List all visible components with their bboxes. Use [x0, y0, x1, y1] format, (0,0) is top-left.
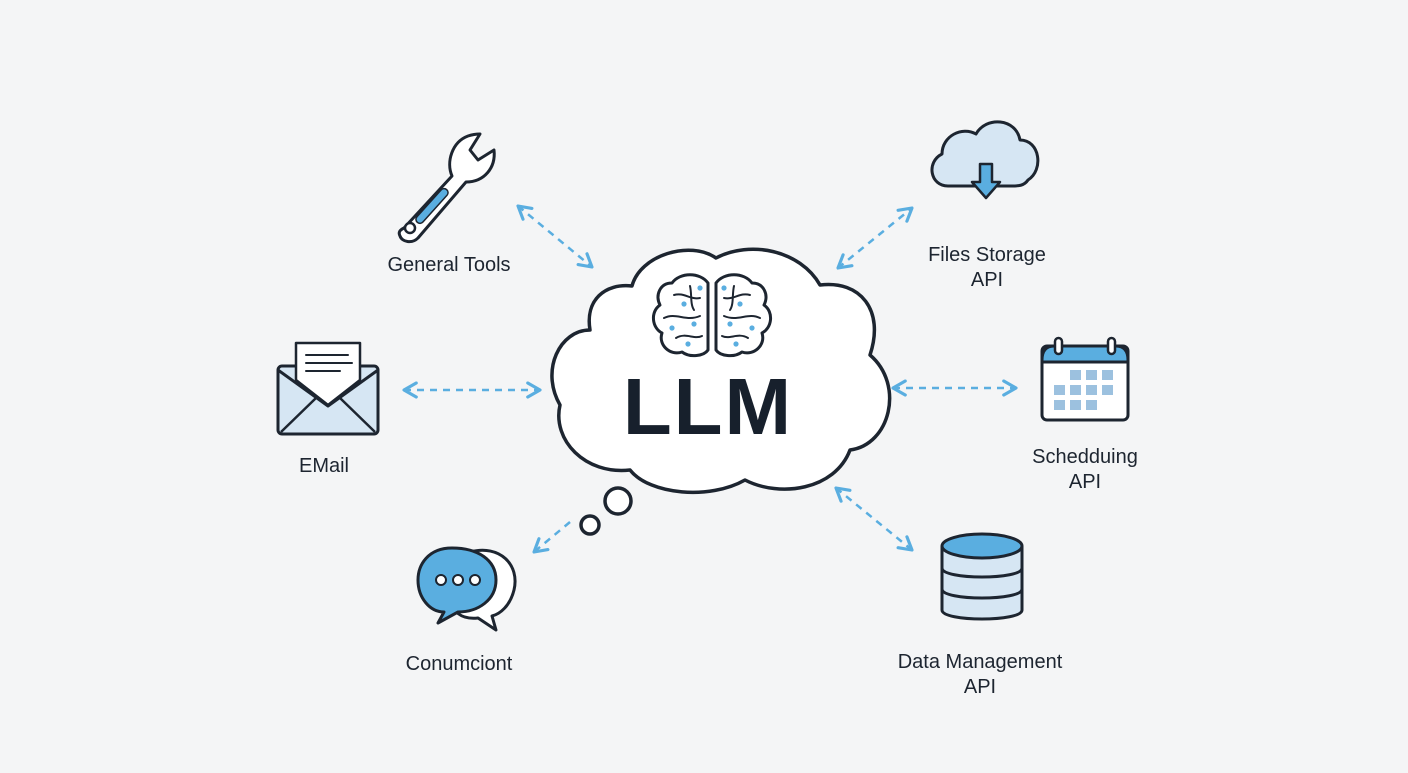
cloud-download-icon	[930, 120, 1040, 200]
wrench-icon	[397, 132, 496, 244]
arrow-data-management	[834, 486, 914, 552]
arrow-communication	[532, 521, 571, 554]
node-label-files-storage: Files Storage API	[928, 243, 1046, 293]
label-line: Files Storage	[928, 244, 1046, 266]
llm-cloud	[550, 247, 892, 536]
label-line: API	[963, 676, 997, 698]
calendar-icon	[1040, 336, 1130, 422]
chat-bubbles-icon	[416, 546, 517, 632]
label-line: API	[970, 269, 1004, 291]
database-icon	[940, 532, 1024, 621]
label-line: Conumciont	[405, 653, 513, 675]
thought-bubble-small	[579, 514, 601, 536]
node-label-email: EMail	[299, 454, 349, 479]
node-label-communication: Conumciont	[406, 652, 513, 677]
connectors	[402, 204, 1018, 554]
llm-label: LLM	[622, 362, 794, 451]
envelope-icon	[276, 341, 380, 436]
label-line: Schedduing	[1032, 446, 1138, 468]
node-label-data-management: Data Management API	[898, 650, 1063, 700]
label-line: EMail	[298, 455, 350, 477]
node-label-scheduling: Schedduing API	[1032, 445, 1138, 495]
thought-bubble-large	[603, 486, 633, 516]
node-label-general-tools: General Tools	[387, 253, 510, 278]
label-line: General Tools	[387, 254, 511, 276]
arrow-general-tools	[516, 204, 594, 269]
label-line: API	[1068, 471, 1102, 493]
brain-icon	[652, 273, 772, 358]
label-line: Data Management	[897, 651, 1063, 673]
arrow-files-storage	[836, 206, 914, 270]
cloud-shape	[550, 247, 892, 495]
